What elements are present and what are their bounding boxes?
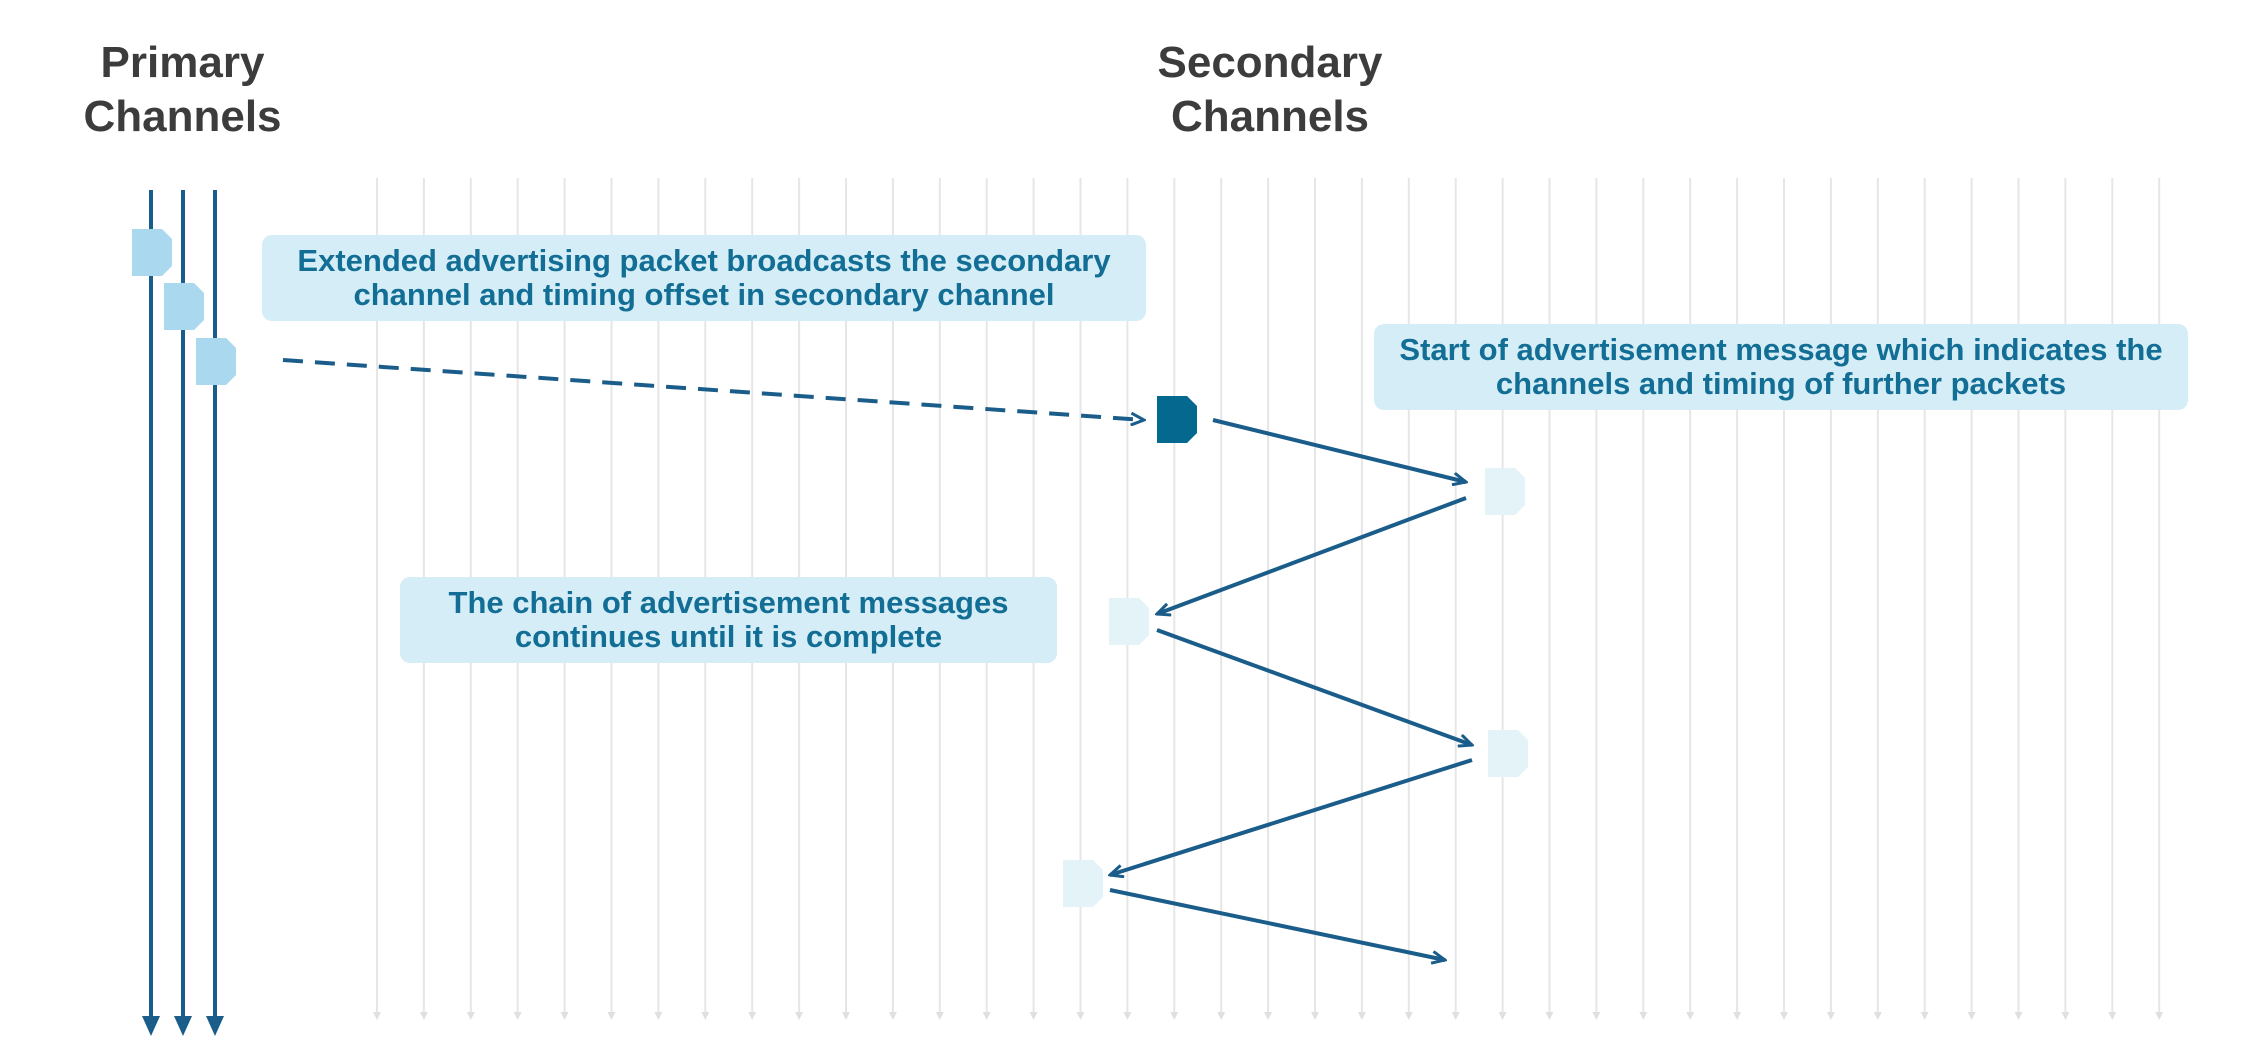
chain-packet: [1488, 730, 1528, 777]
primary-channels-heading: Primary Channels: [40, 36, 325, 144]
primary-packet: [164, 283, 204, 330]
chain-arrow: [1156, 628, 1472, 745]
chain-advertisement-callout: The chain of advertisement messages cont…: [400, 577, 1057, 663]
extended-advertising-callout: Extended advertising packet broadcasts t…: [262, 235, 1146, 321]
primary-packet: [196, 338, 236, 385]
start-advertisement-callout: Start of advertisement message which ind…: [1374, 324, 2188, 410]
primary-packet: [132, 229, 172, 276]
chain-arrow: [1157, 496, 1467, 614]
chain-arrows: [1109, 418, 1473, 960]
chain-advertisement-callout-text: The chain of advertisement messages cont…: [448, 585, 1009, 654]
chain-packet: [1063, 860, 1103, 907]
secondary-channels-heading: Secondary Channels: [1070, 36, 1470, 144]
chain-packet: [1109, 598, 1149, 645]
primary-heading-text: Primary Channels: [83, 38, 282, 141]
start-advertisement-callout-text: Start of advertisement message which ind…: [1399, 332, 2163, 401]
chain-packet: [1485, 468, 1525, 515]
chain-packets: [1063, 468, 1528, 907]
offset-dashed-arrow: [282, 358, 1144, 420]
start-advertisement-packet: [1157, 396, 1197, 443]
primary-packets: [132, 229, 236, 385]
extended-advertising-callout-text: Extended advertising packet broadcasts t…: [297, 243, 1111, 312]
chain-arrow: [1212, 418, 1466, 482]
chain-arrow: [1109, 888, 1445, 960]
secondary-heading-text: Secondary Channels: [1157, 38, 1383, 141]
chain-arrow: [1110, 758, 1473, 875]
